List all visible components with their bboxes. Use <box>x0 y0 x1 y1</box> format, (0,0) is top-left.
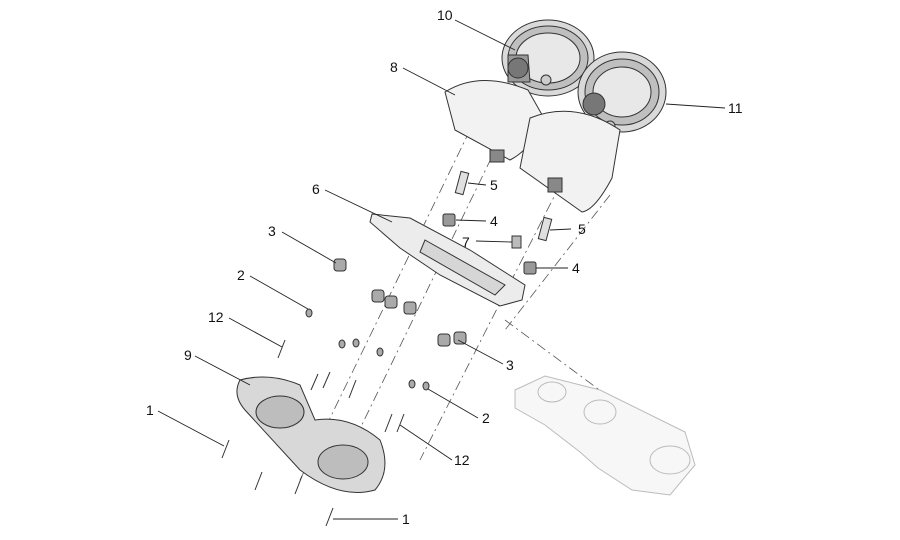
gauge-housing-part-8 <box>444 80 621 213</box>
callout-2-upper: 2 <box>237 267 245 283</box>
pins-part-5 <box>454 170 553 242</box>
callout-3-upper: 3 <box>268 223 276 239</box>
callout-10: 10 <box>437 7 453 23</box>
gauge-left-part-10 <box>501 19 595 97</box>
callout-1-lower: 1 <box>402 511 410 527</box>
callout-8: 8 <box>390 59 398 75</box>
screws-part-1 <box>221 439 334 527</box>
callout-9: 9 <box>184 347 192 363</box>
leader-lines <box>157 19 726 520</box>
callout-labels: 10 8 11 5 6 4 3 7 5 4 2 12 3 9 1 2 12 1 <box>146 7 743 527</box>
bracket-plate-part-6 <box>369 213 526 307</box>
callout-4-upper: 4 <box>490 213 498 229</box>
callout-12-upper: 12 <box>208 309 224 325</box>
bolt-part-7 <box>511 235 522 249</box>
triple-clamp-outline <box>514 375 696 496</box>
callout-5-upper: 5 <box>490 177 498 193</box>
callout-7: 7 <box>462 234 470 250</box>
callout-6: 6 <box>312 181 320 197</box>
callout-3-lower: 3 <box>506 357 514 373</box>
callout-12-lower: 12 <box>454 452 470 468</box>
gauge-right-part-11 <box>577 51 667 133</box>
lower-cover-part-9 <box>236 376 386 493</box>
callout-4-lower: 4 <box>572 260 580 276</box>
grommets-part-4 <box>442 213 537 275</box>
washers-part-2 <box>305 308 430 391</box>
callout-2-lower: 2 <box>482 410 490 426</box>
callout-1-upper: 1 <box>146 402 154 418</box>
screws-part-12 <box>277 339 405 433</box>
callout-11: 11 <box>728 100 743 116</box>
callout-5-lower: 5 <box>578 221 586 237</box>
spacers-part-3 <box>333 258 467 347</box>
